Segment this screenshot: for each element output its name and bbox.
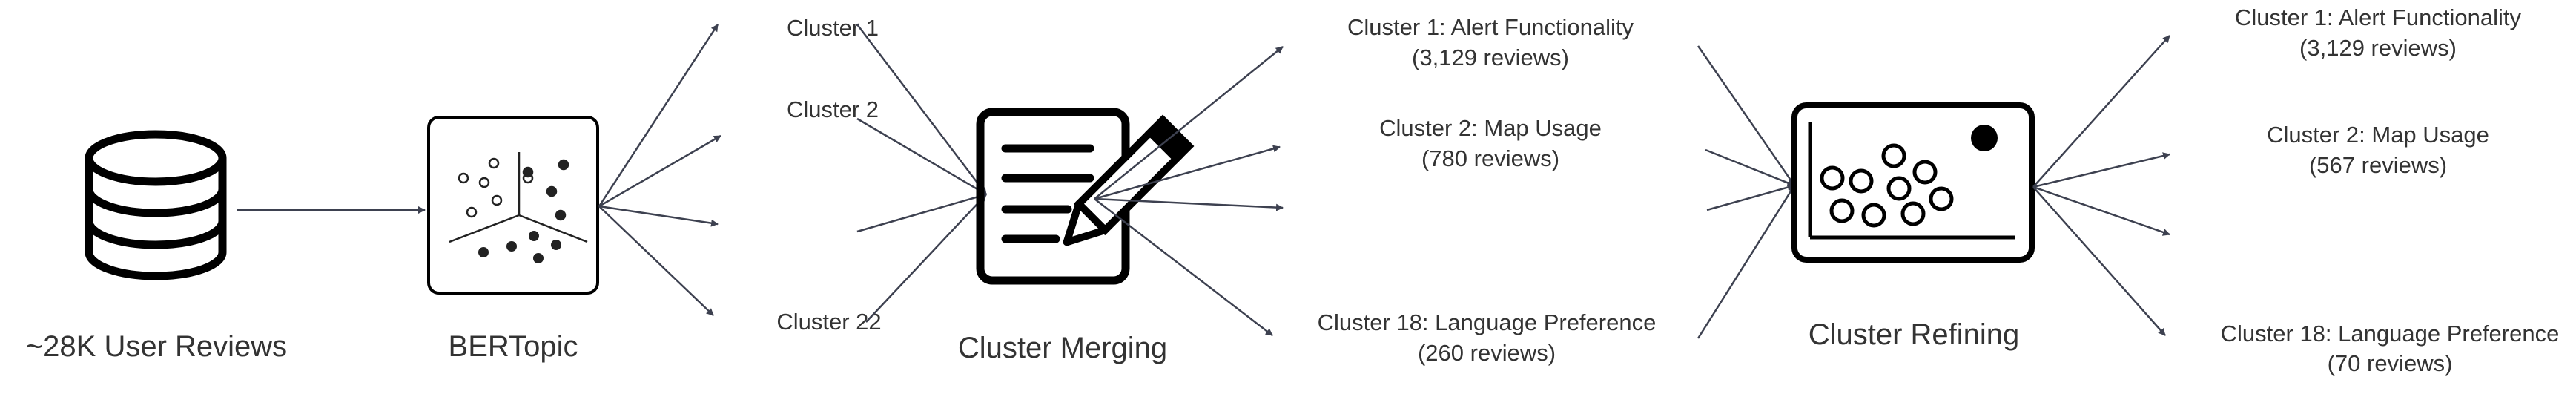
- svg-text:Cluster 2: Map Usage: Cluster 2: Map Usage: [2267, 122, 2489, 148]
- refined-cluster-2: Cluster 2: Map Usage (567 reviews): [2267, 122, 2489, 178]
- svg-text:Cluster 18: Language Preferenc: Cluster 18: Language Preference: [1318, 309, 1657, 335]
- svg-text:(3,129 reviews): (3,129 reviews): [2299, 35, 2457, 61]
- refining-input-arrows: [1697, 45, 1796, 339]
- merging-output-arrows: [1094, 46, 1284, 336]
- document-pencil-icon: [976, 108, 1195, 285]
- svg-text:Cluster 18: Language Preferenc: Cluster 18: Language Preference: [2221, 321, 2560, 347]
- bertopic-output-arrows: [598, 24, 721, 316]
- refining-stage-label: Cluster Refining: [1809, 318, 2020, 351]
- merging-stage-label: Cluster Merging: [958, 332, 1167, 364]
- merged-cluster-1: Cluster 1: Alert Functionality (3,129 re…: [1347, 14, 1634, 70]
- refined-cluster-18: Cluster 18: Language Preference (70 revi…: [2221, 321, 2560, 376]
- svg-text:Cluster 1: Alert Functionality: Cluster 1: Alert Functionality: [2235, 4, 2521, 30]
- merging-input-arrows: [856, 24, 987, 323]
- database-icon: [85, 130, 227, 280]
- svg-text:(70 reviews): (70 reviews): [2328, 350, 2453, 376]
- refined-cluster-1: Cluster 1: Alert Functionality (3,129 re…: [2235, 4, 2521, 61]
- reviews-stage-label: ~28K User Reviews: [26, 330, 287, 363]
- svg-text:(567 reviews): (567 reviews): [2309, 152, 2447, 178]
- refining-output-arrows: [2032, 35, 2170, 336]
- svg-text:(260 reviews): (260 reviews): [1418, 340, 1556, 366]
- svg-text:Cluster 1: Alert Functionality: Cluster 1: Alert Functionality: [1347, 14, 1634, 40]
- bertopic-cluster-1-label: Cluster 1: [787, 15, 879, 41]
- scatter-clusters-icon: [427, 116, 599, 295]
- bertopic-cluster-2-label: Cluster 2: [787, 96, 879, 122]
- bertopic-stage-label: BERTopic: [449, 330, 578, 363]
- svg-text:Cluster 2: Map Usage: Cluster 2: Map Usage: [1379, 115, 1602, 141]
- svg-text:(780 reviews): (780 reviews): [1421, 145, 1559, 171]
- merged-cluster-18: Cluster 18: Language Preference (260 rev…: [1318, 309, 1657, 366]
- bertopic-cluster-22-label: Cluster 22: [776, 309, 881, 335]
- bubble-chart-icon: [1791, 102, 2035, 263]
- merged-cluster-2: Cluster 2: Map Usage (780 reviews): [1379, 115, 1602, 171]
- svg-text:(3,129 reviews): (3,129 reviews): [1412, 45, 1569, 70]
